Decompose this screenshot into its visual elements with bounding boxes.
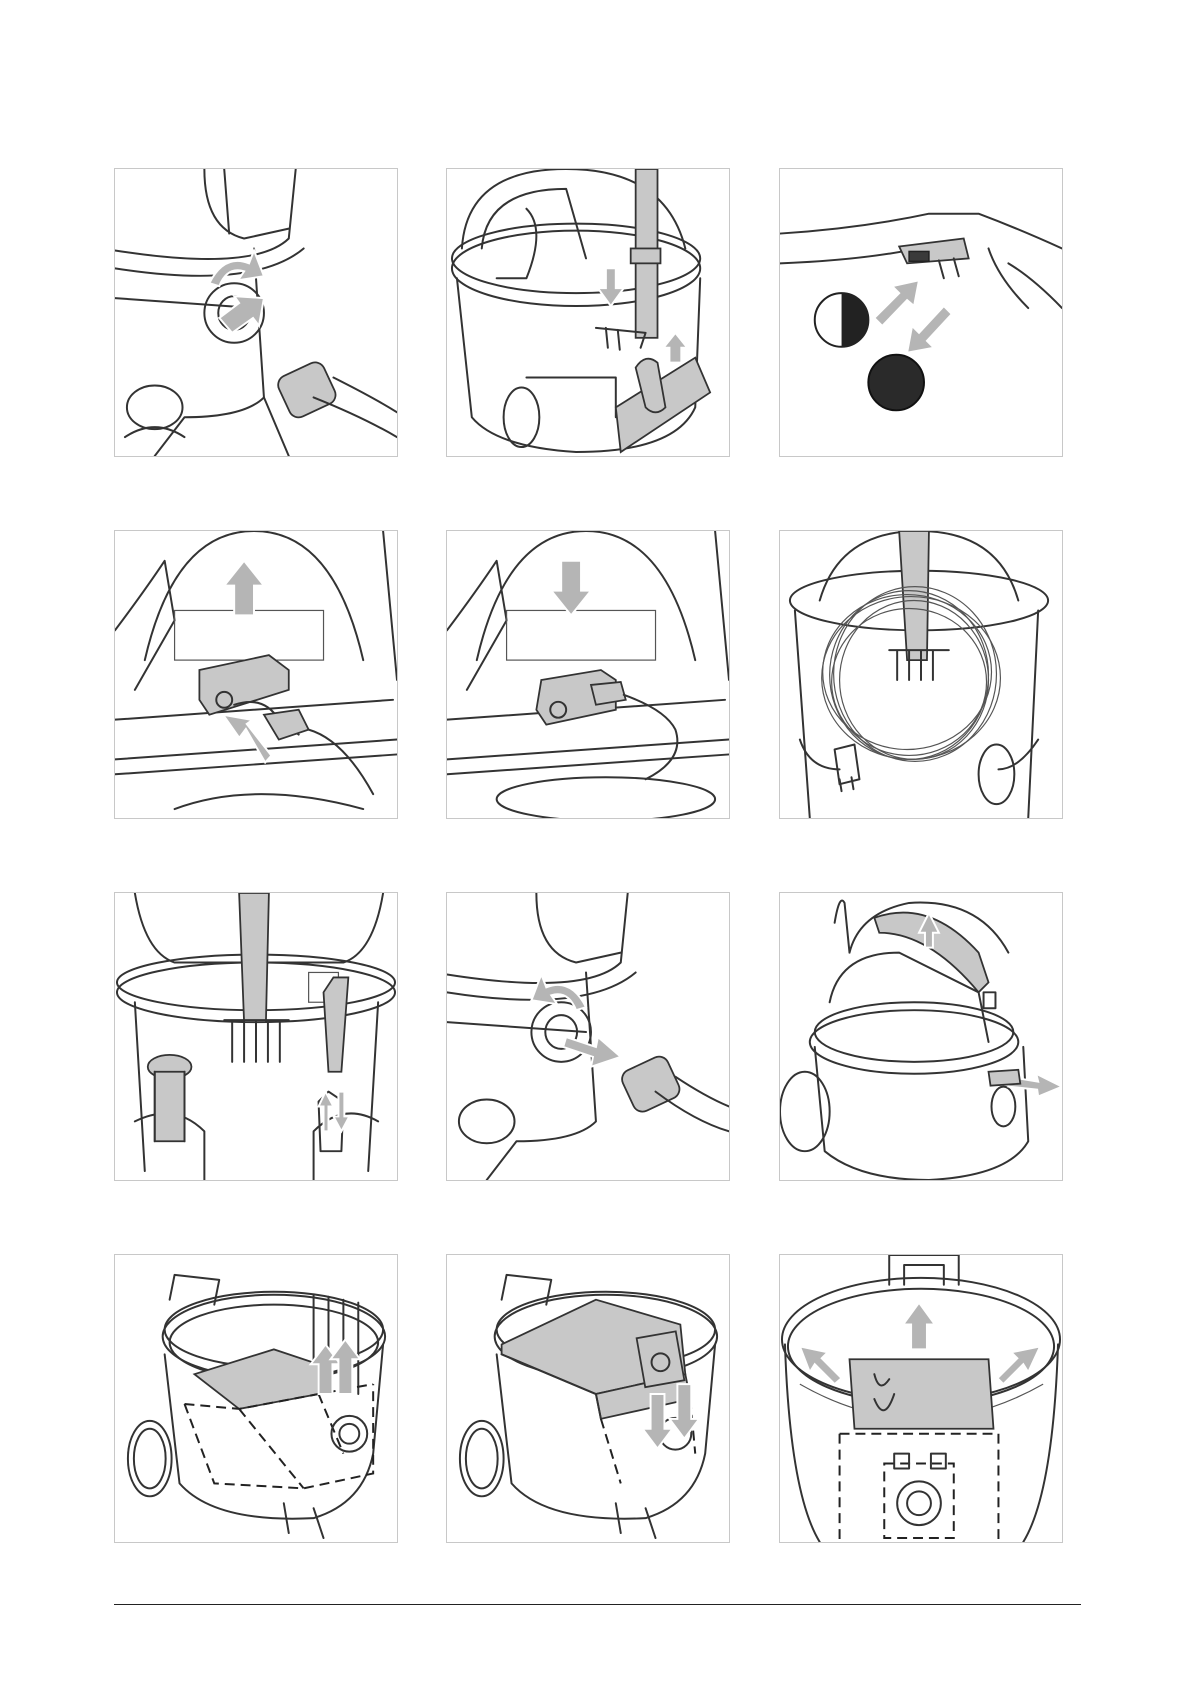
bag-insert-icon [447, 1255, 729, 1542]
hose-connect-icon [115, 169, 397, 456]
figure-hose-disconnect [446, 892, 730, 1181]
figure-bag-insert [446, 1254, 730, 1543]
figure-lid-open [779, 892, 1063, 1181]
accessory-storage-icon [115, 893, 397, 1180]
figure-suction-regulator [779, 168, 1063, 457]
hose-disconnect-icon [447, 893, 729, 1180]
figure-cable-holder-down [446, 530, 730, 819]
cable-wound-icon [780, 531, 1062, 818]
footer-rule [114, 1604, 1081, 1605]
cable-holder-down-icon [447, 531, 729, 818]
figure-cable-holder-up [114, 530, 398, 819]
figure-tube-park [446, 168, 730, 457]
figure-accessory-storage [114, 892, 398, 1181]
bag-position-icon [780, 1255, 1062, 1542]
figure-hose-connect [114, 168, 398, 457]
tube-park-icon [447, 169, 729, 456]
cable-holder-up-icon [115, 531, 397, 818]
figure-bag-remove [114, 1254, 398, 1543]
bag-remove-icon [115, 1255, 397, 1542]
figure-cable-wound [779, 530, 1063, 819]
suction-regulator-icon [780, 169, 1062, 456]
figure-bag-position [779, 1254, 1063, 1543]
lid-open-icon [780, 893, 1062, 1180]
